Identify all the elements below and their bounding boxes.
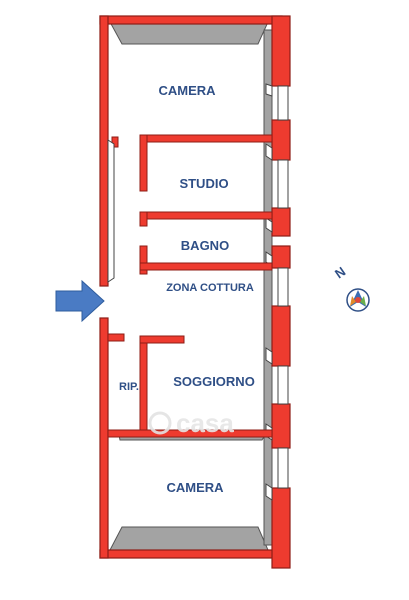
entrance-arrow-icon [55, 279, 105, 323]
windows [277, 85, 289, 489]
room-label-studio: STUDIO [179, 176, 228, 191]
watermark: casa [148, 408, 234, 438]
watermark-text: casa [176, 408, 234, 438]
compass-north-label: N [332, 264, 348, 282]
entrance-door [107, 139, 115, 283]
room-label-soggiorno: SOGGIORNO [173, 374, 255, 389]
room-label-ripostiglio: RIP. [119, 381, 139, 393]
room-label-camera-bottom: CAMERA [166, 480, 224, 495]
interior-walls [107, 134, 273, 438]
room-label-zona-cottura: ZONA COTTURA [166, 282, 254, 294]
room-label-camera-top: CAMERA [158, 83, 216, 98]
room-label-bagno: BAGNO [181, 238, 229, 253]
compass-icon: N [332, 264, 370, 312]
